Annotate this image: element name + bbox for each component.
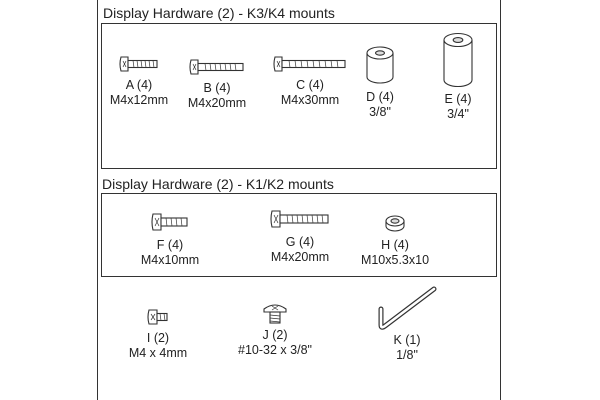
part-i: I (2) M4 x 4mm (118, 305, 198, 361)
screw-icon (273, 56, 346, 72)
part-spec: M4x10mm (140, 253, 200, 267)
screw-icon (119, 56, 158, 72)
screw-icon (189, 59, 244, 75)
hardware-box-k3-k4 (101, 23, 497, 169)
part-g: G (4) M4x20mm (250, 205, 350, 265)
part-f: F (4) M4x10mm (130, 208, 210, 268)
part-spec: M4 x 4mm (128, 346, 188, 360)
part-k: K (1) 1/8" (362, 285, 452, 363)
part-a: A (4) M4x12mm (104, 52, 174, 108)
part-spec: M10x5.3x10 (360, 253, 430, 267)
spacer-icon (443, 32, 473, 88)
part-label: E (4) (444, 92, 472, 106)
part-j: J (2) #10-32 x 3/8" (225, 300, 325, 358)
screw-icon (147, 309, 168, 325)
part-label: K (1) (393, 333, 421, 347)
part-spec: M4x12mm (109, 93, 169, 107)
part-h: H (4) M10x5.3x10 (350, 212, 440, 268)
part-label: I (2) (146, 331, 170, 345)
part-spec: 3/8" (369, 105, 391, 119)
hex-key-icon (378, 286, 437, 330)
part-label: H (4) (381, 238, 409, 252)
part-label: C (4) (296, 78, 324, 92)
part-spec: 3/4" (447, 107, 469, 121)
section-heading-k3-k4: Display Hardware (2) - K3/K4 mounts (103, 5, 335, 21)
part-b: B (4) M4x20mm (172, 55, 262, 111)
washer-icon (385, 215, 405, 232)
part-e: E (4) 3/4" (426, 30, 490, 122)
spacer-icon (366, 46, 394, 84)
part-spec: 1/8" (396, 348, 418, 362)
part-label: A (4) (125, 78, 153, 92)
screw-icon (270, 210, 329, 228)
part-spec: M4x20mm (187, 96, 247, 110)
hardware-box-k1-k2 (101, 193, 497, 277)
part-spec: M4x20mm (270, 250, 330, 264)
screw-icon (151, 213, 188, 231)
part-label: F (4) (156, 238, 184, 252)
part-spec: M4x30mm (280, 93, 340, 107)
part-spec: #10-32 x 3/8" (238, 343, 312, 357)
part-label: J (2) (262, 328, 288, 342)
part-d: D (4) 3/8" (352, 44, 408, 120)
screw-icon (263, 304, 287, 324)
section-heading-k1-k2: Display Hardware (2) - K1/K2 mounts (102, 176, 334, 192)
part-label: B (4) (203, 81, 231, 95)
part-c: C (4) M4x30mm (260, 52, 360, 108)
part-label: D (4) (366, 90, 394, 104)
part-label: G (4) (285, 235, 315, 249)
page-frame (97, 0, 501, 400)
